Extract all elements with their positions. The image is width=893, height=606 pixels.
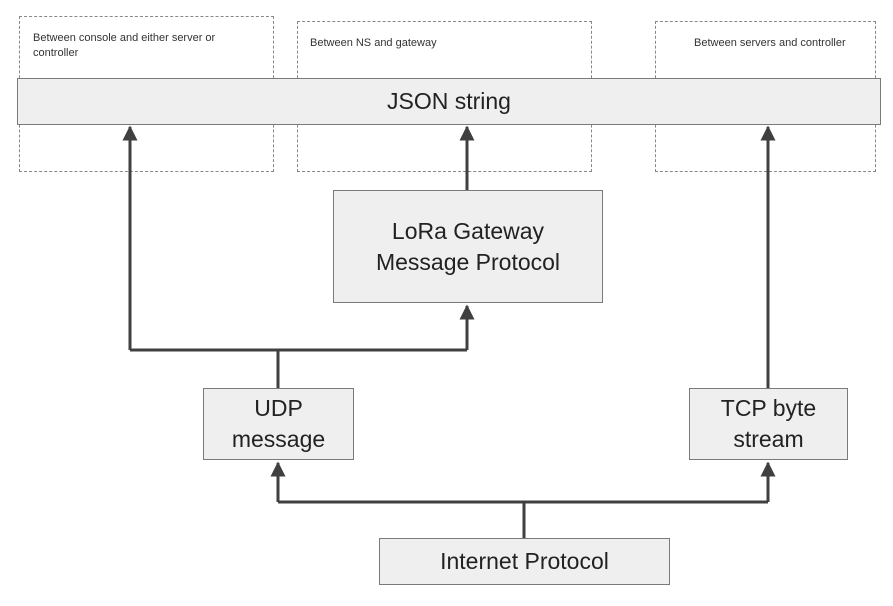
json-string-label: JSON string bbox=[387, 88, 511, 114]
internet-protocol-label: Internet Protocol bbox=[440, 548, 609, 574]
note-gateway: Between NS and gateway bbox=[310, 37, 437, 49]
internet-protocol-box: Internet Protocol bbox=[379, 538, 670, 585]
lora-gateway-label-line1: LoRa Gateway bbox=[391, 217, 545, 244]
lora-gateway-box: LoRa Gateway Message Protocol bbox=[333, 190, 603, 303]
tcp-label-line2: stream bbox=[733, 426, 804, 452]
udp-label-line2: message bbox=[231, 426, 326, 452]
udp-message-box: UDP message bbox=[203, 388, 354, 460]
note-servers: Between servers and controller bbox=[694, 37, 846, 49]
udp-label-line1: UDP bbox=[254, 395, 303, 421]
note-console: Between console and either server or con… bbox=[33, 32, 216, 59]
tcp-stream-box: TCP byte stream bbox=[689, 388, 848, 460]
lora-gateway-label-line2: Message Protocol bbox=[375, 248, 561, 275]
tcp-label-line1: TCP byte bbox=[720, 395, 817, 421]
json-string-box: JSON string bbox=[17, 78, 881, 125]
